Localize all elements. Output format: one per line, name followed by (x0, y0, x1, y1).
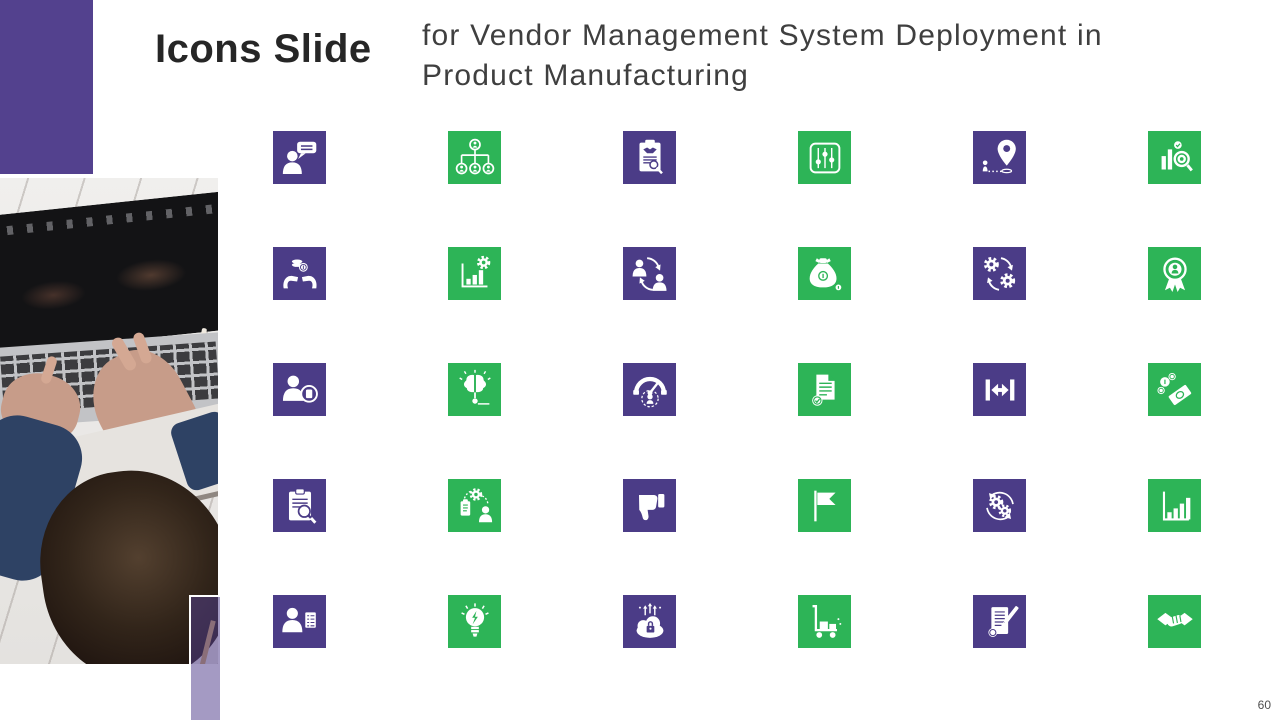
icon-tile-quality-award-badge (1148, 247, 1201, 300)
performance-gauge-icon (632, 376, 667, 407)
icon-tile-process-exchange-gears (973, 247, 1026, 300)
icon-tile-growth-bar-chart (1148, 479, 1201, 532)
growth-bar-chart-icon (1162, 491, 1190, 520)
control-sliders-icon (809, 142, 840, 173)
cost-savings-hands-icon (282, 259, 317, 288)
page-title: Icons Slide (155, 27, 372, 71)
page-subtitle: for Vendor Management System Deployment … (422, 19, 1103, 92)
money-bag-icon (809, 257, 841, 290)
laptop-typing-photo (0, 178, 218, 664)
icon-tile-capacity-width-arrows (973, 363, 1026, 416)
icon-tile-partnership-handshake (1148, 595, 1201, 648)
icon-tile-person-speech-bubble (273, 131, 326, 184)
icon-tile-performance-gauge (623, 363, 676, 416)
milestone-flag-icon (813, 490, 836, 521)
sourcing-process-workflow-icon (460, 487, 492, 522)
icon-tile-org-chart-people (448, 131, 501, 184)
icon-tile-idea-brain (448, 363, 501, 416)
icon-tile-secure-cloud-upload (623, 595, 676, 648)
staff-document-checklist-icon (281, 607, 316, 632)
certified-document-icon (811, 373, 836, 406)
icon-tile-thumbs-down (623, 479, 676, 532)
laptop-screen (0, 191, 218, 355)
icon-tile-delivery-trolley (798, 595, 851, 648)
cash-payment-icon (1156, 372, 1191, 405)
process-exchange-gears-icon (983, 256, 1015, 291)
icon-tile-energy-idea-bulb (448, 595, 501, 648)
icon-tile-contract-review-clipboard (623, 131, 676, 184)
revenue-growth-gear-icon (461, 255, 490, 287)
energy-idea-bulb-icon (460, 602, 489, 637)
icon-tile-staff-document-checklist (273, 595, 326, 648)
audit-clipboard-magnifier-icon (288, 487, 316, 524)
icon-tile-milestone-flag (798, 479, 851, 532)
capacity-width-arrows-icon (985, 378, 1014, 401)
icon-tile-vendor-profile-id (273, 363, 326, 416)
location-tracking-pin-icon (982, 139, 1016, 173)
vendor-profile-id-icon (282, 375, 318, 403)
page-number: 60 (1257, 698, 1271, 712)
thumbs-down-icon (638, 493, 664, 520)
contract-review-clipboard-icon (638, 139, 663, 174)
org-chart-people-icon (455, 138, 494, 174)
contract-signing-pen-icon (987, 605, 1019, 637)
icon-tile-control-sliders (798, 131, 851, 184)
icon-tile-cash-payment (1148, 363, 1201, 416)
corner-accent-rect (0, 0, 93, 174)
icon-tile-audit-clipboard-magnifier (273, 479, 326, 532)
icon-tile-money-bag (798, 247, 851, 300)
market-analysis-magnifier-icon (1161, 140, 1193, 171)
staff-replacement-arrows-icon (632, 256, 666, 291)
icon-tile-staff-replacement-arrows (623, 247, 676, 300)
icon-tile-revenue-growth-gear (448, 247, 501, 300)
person-speech-bubble-icon (282, 141, 316, 174)
icons-grid (273, 131, 1201, 648)
automation-gears-cycle-icon (985, 491, 1014, 520)
secure-cloud-upload-icon (636, 602, 663, 638)
icon-tile-market-analysis-magnifier (1148, 131, 1201, 184)
icon-tile-sourcing-process-workflow (448, 479, 501, 532)
icon-tile-cost-savings-hands (273, 247, 326, 300)
idea-brain-icon (458, 369, 491, 405)
partnership-handshake-icon (1156, 612, 1193, 627)
icon-tile-automation-gears-cycle (973, 479, 1026, 532)
icon-tile-location-tracking-pin (973, 131, 1026, 184)
icon-tile-certified-document (798, 363, 851, 416)
lavender-overlay-bar (189, 595, 220, 720)
icon-tile-contract-signing-pen (973, 595, 1026, 648)
quality-award-badge-icon (1162, 257, 1187, 292)
delivery-trolley-icon (812, 604, 841, 638)
